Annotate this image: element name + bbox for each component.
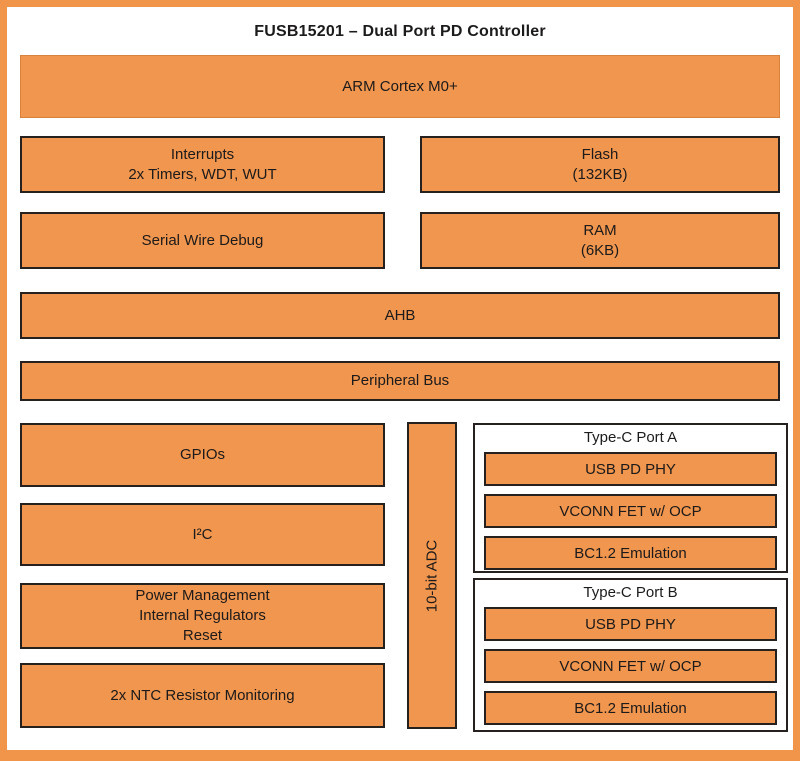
block-vconn-fet-ocp: VCONN FET w/ OCP	[484, 649, 777, 683]
block-label: Serial Wire Debug	[141, 231, 264, 249]
block-label-line: RAM	[583, 221, 617, 239]
block-arm-cortex-m0: ARM Cortex M0+	[20, 55, 780, 118]
group-type-c-port-a: Type-C Port A USB PD PHY VCONN FET w/ OC…	[473, 423, 788, 573]
block-label: ARM Cortex M0+	[342, 77, 458, 95]
block-label-vertical: 10-bit ADC	[423, 539, 441, 612]
block-ntc-resistor-monitoring: 2x NTC Resistor Monitoring	[20, 663, 385, 728]
block-label-line: Internal Regulators	[139, 607, 266, 624]
block-vconn-fet-ocp: VCONN FET w/ OCP	[484, 494, 777, 528]
block-usb-pd-phy: USB PD PHY	[484, 607, 777, 641]
block-label-line: Interrupts	[170, 145, 235, 163]
group-type-c-port-b: Type-C Port B USB PD PHY VCONN FET w/ OC…	[473, 578, 788, 732]
block-label-line: (132KB)	[572, 165, 628, 183]
block-bc12-emulation: BC1.2 Emulation	[484, 691, 777, 725]
block-label: Peripheral Bus	[350, 372, 450, 389]
block-serial-wire-debug: Serial Wire Debug	[20, 212, 385, 269]
block-label-line: Reset	[182, 627, 223, 644]
block-ahb-bus: AHB	[20, 292, 780, 339]
block-gpios: GPIOs	[20, 423, 385, 487]
block-label: I²C	[192, 525, 213, 543]
block-power-management: Power Management Internal Regulators Res…	[20, 583, 385, 649]
block-label: 2x NTC Resistor Monitoring	[110, 686, 295, 704]
group-title: Type-C Port B	[583, 584, 678, 601]
block-label-line: (6KB)	[580, 241, 620, 259]
block-usb-pd-phy: USB PD PHY	[484, 452, 777, 486]
diagram-title: FUSB15201 – Dual Port PD Controller	[254, 23, 546, 40]
block-label: GPIOs	[179, 446, 225, 463]
block-label-line: Power Management	[135, 587, 270, 604]
block-flash: Flash (132KB)	[420, 136, 780, 193]
block-i2c: I²C	[20, 503, 385, 566]
block-peripheral-bus: Peripheral Bus	[20, 361, 780, 401]
block-label-line: Flash	[581, 145, 619, 163]
block-bc12-emulation: BC1.2 Emulation	[484, 536, 777, 570]
block-ram: RAM (6KB)	[420, 212, 780, 269]
block-label: AHB	[384, 306, 416, 324]
block-interrupts-timers: Interrupts 2x Timers, WDT, WUT	[20, 136, 385, 193]
block-label-line: 2x Timers, WDT, WUT	[128, 165, 277, 183]
group-title: Type-C Port A	[583, 429, 678, 446]
block-10bit-adc: 10-bit ADC	[407, 422, 457, 729]
